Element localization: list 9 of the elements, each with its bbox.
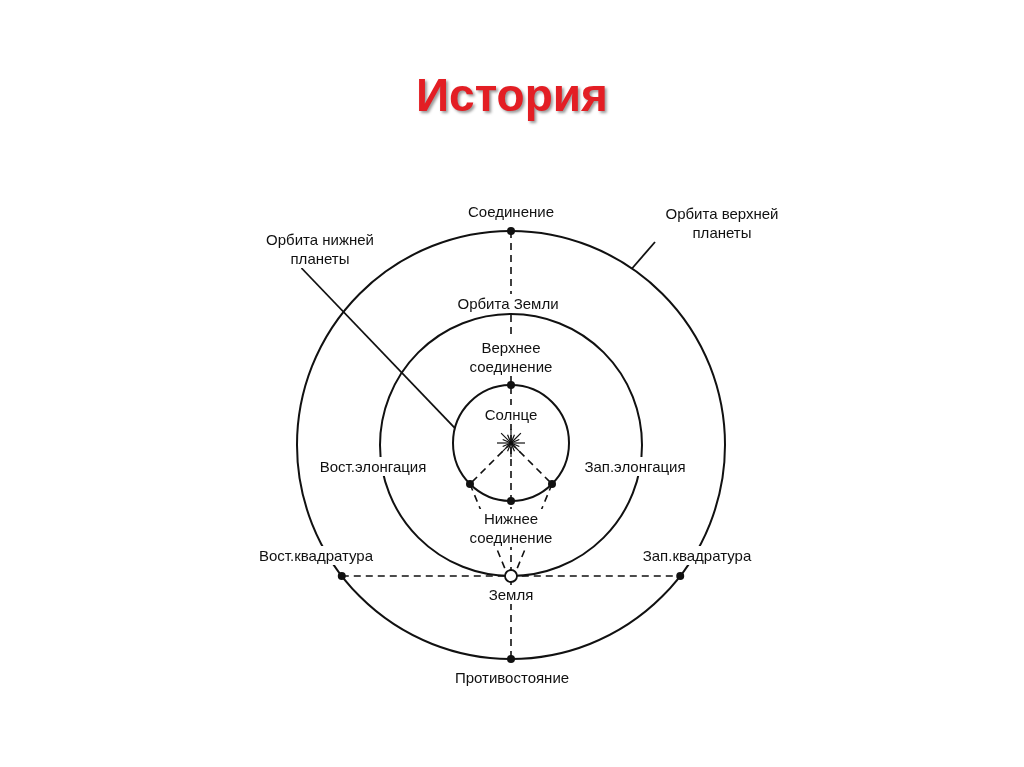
leader-line — [300, 267, 456, 429]
orbit-label: Орбита Земли — [455, 294, 561, 313]
leader-line — [631, 241, 656, 270]
sun-label: Солнце — [482, 405, 540, 424]
position-label: Зап.элонгация — [582, 457, 688, 476]
position-label: Вост.элонгация — [317, 457, 429, 476]
slide-title: История — [415, 68, 609, 122]
planet-label: Земля — [486, 585, 536, 604]
position-label: Зап.квадратура — [640, 546, 754, 565]
